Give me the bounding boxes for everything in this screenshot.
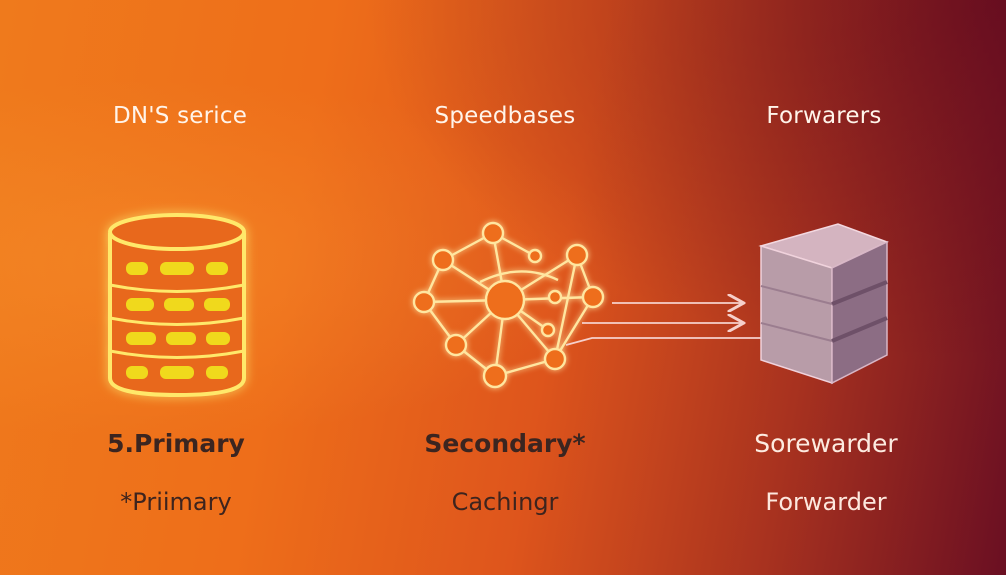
network-nodes-icon: [412, 221, 605, 389]
server-cube-icon: [758, 223, 889, 385]
label-forwarder: Forwarder: [765, 488, 887, 516]
database-icon: [108, 213, 246, 398]
label-cachingr: Cachingr: [451, 488, 559, 516]
label-sorewarder: Sorewarder: [754, 429, 898, 458]
header-dns-service: DN'S serice: [112, 103, 248, 129]
header-forwarers: Forwarers: [766, 103, 882, 129]
label-primary: 5.Primary: [107, 429, 245, 458]
forward-arrows: [565, 303, 792, 346]
label-priimary: *Priimary: [120, 488, 232, 516]
label-secondary: Secondary*: [424, 429, 586, 458]
header-speedbases: Speedbases: [434, 103, 576, 129]
